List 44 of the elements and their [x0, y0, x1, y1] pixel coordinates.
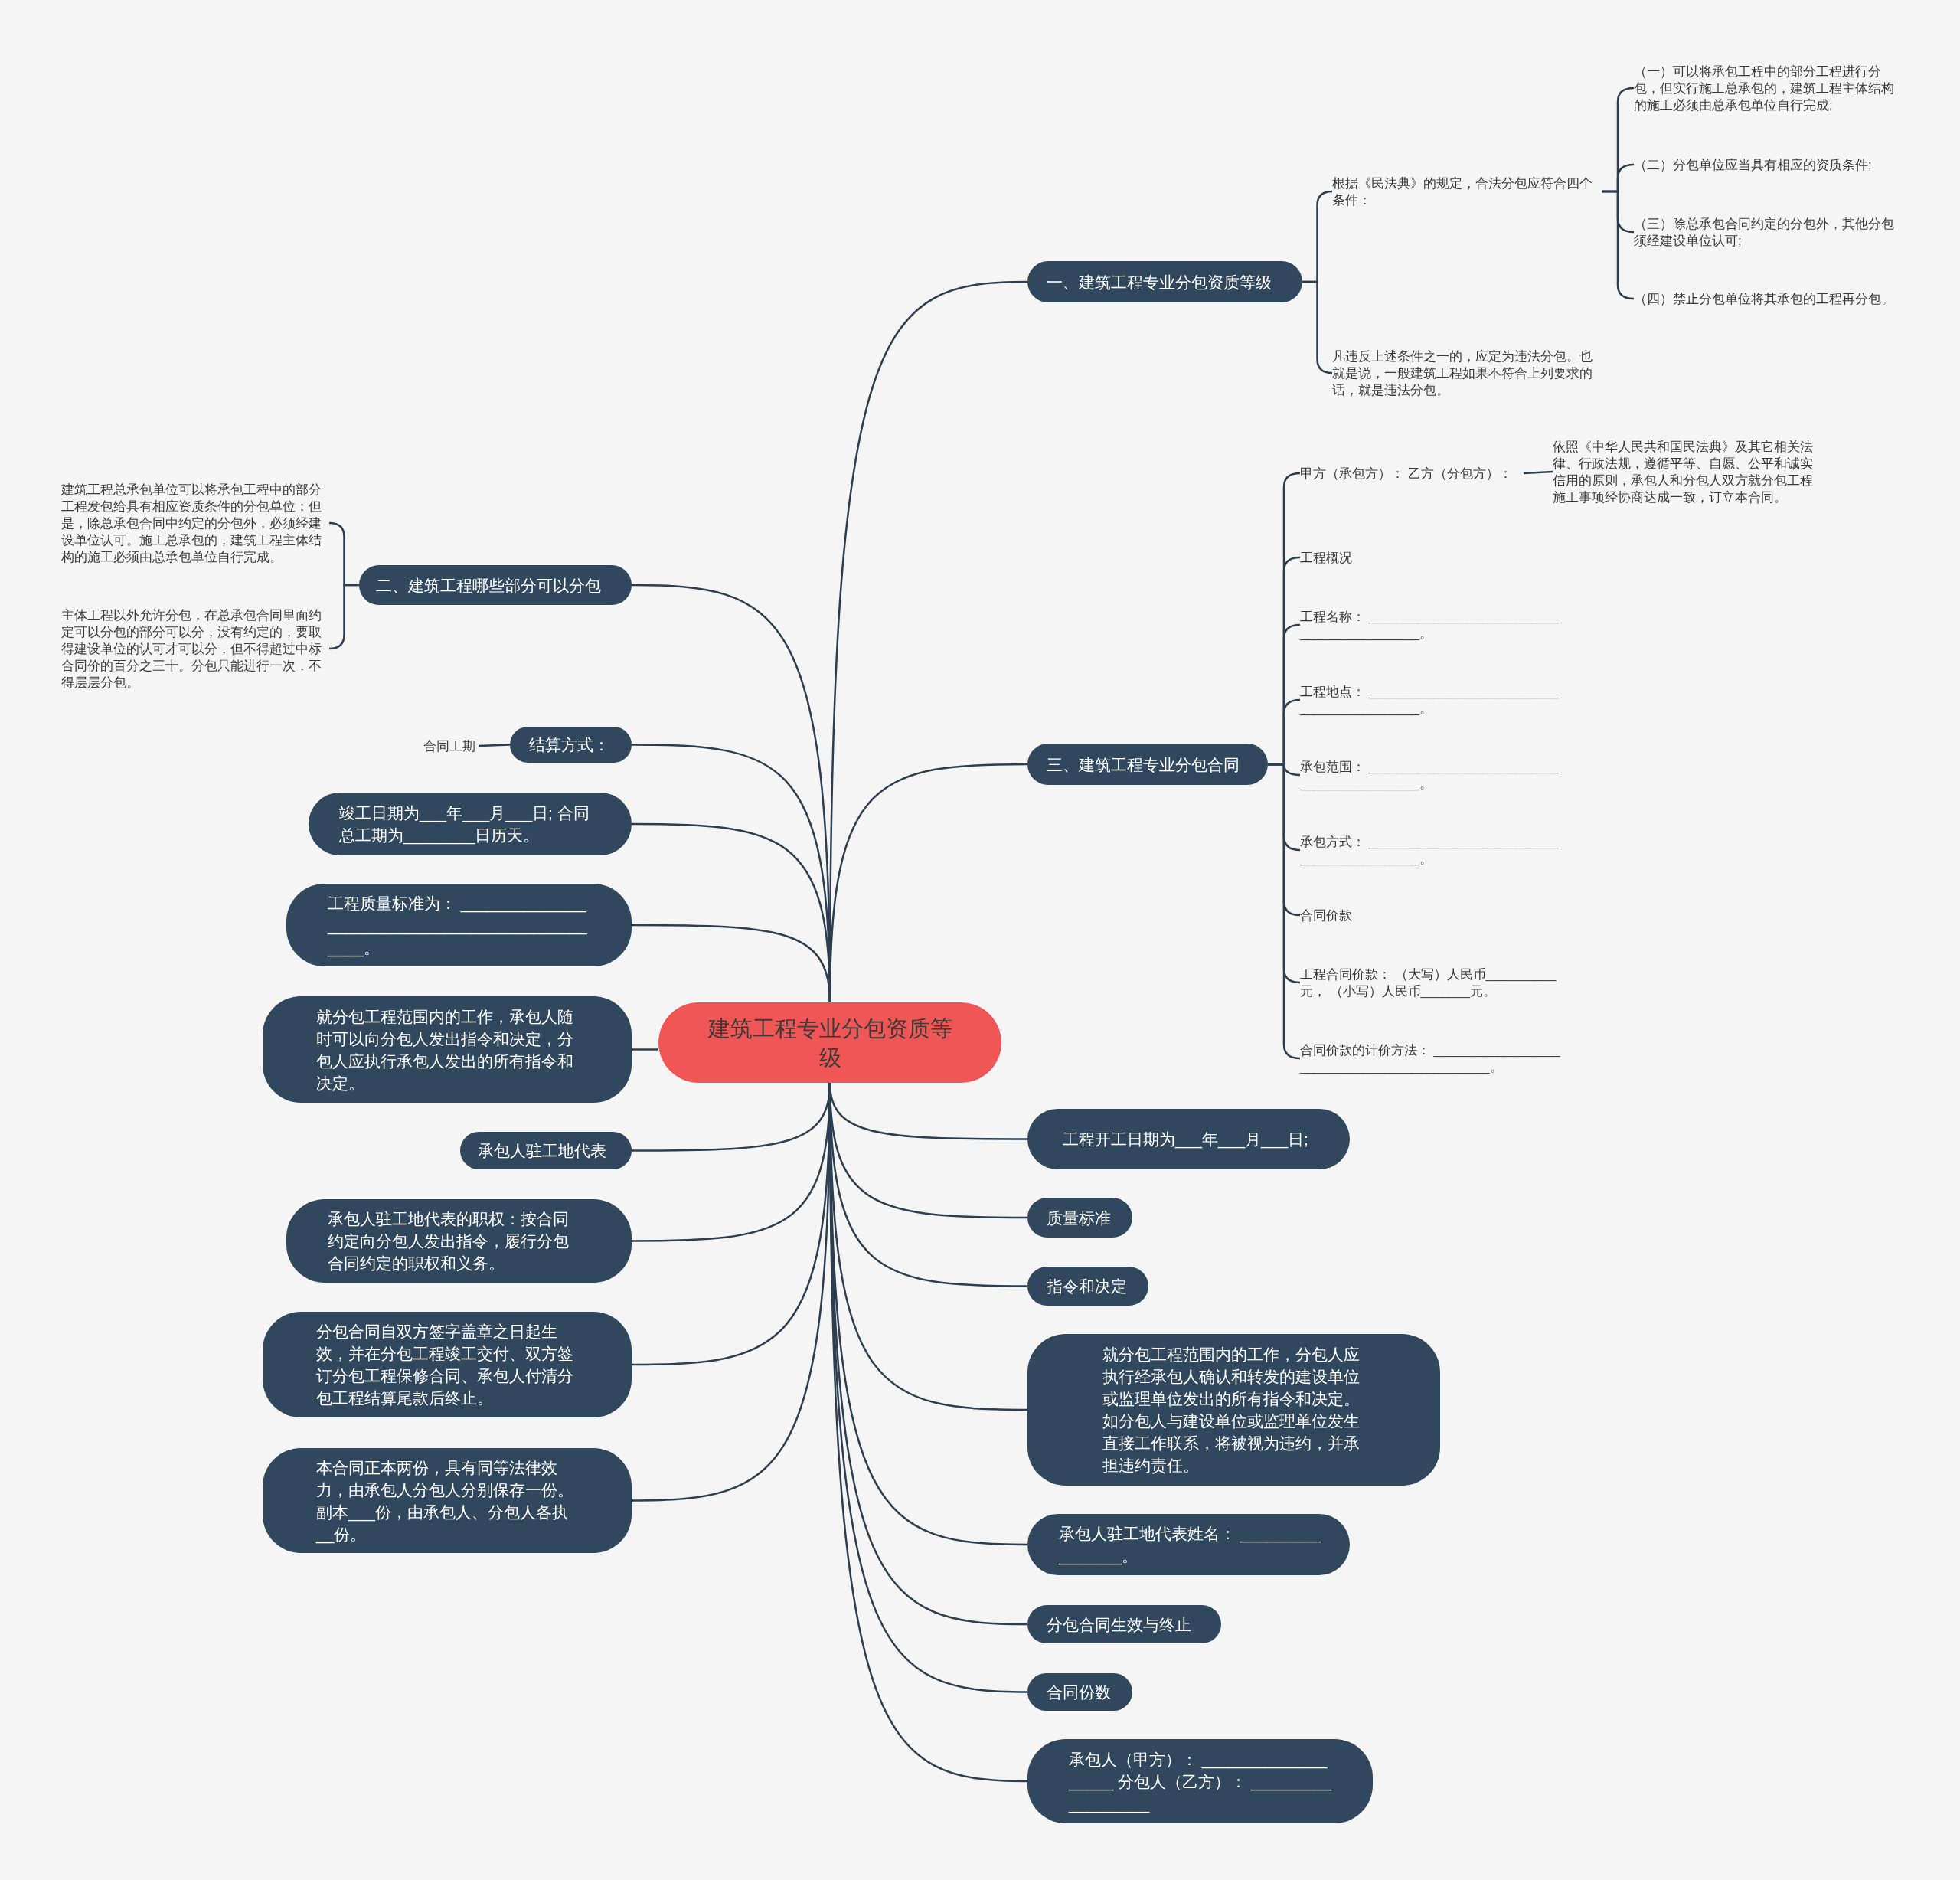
- central-topic: 建筑工程专业分包资质等级: [658, 1002, 1001, 1083]
- topic-pill: 承包人（甲方）： ___________________ 分包人（乙方）： __________________: [1027, 1739, 1373, 1823]
- connector-line: [1523, 470, 1553, 475]
- topic-pill: 竣工日期为___年___月___日; 合同总工期为________日历天。: [309, 793, 632, 855]
- topic-pill: 合同份数: [1027, 1673, 1132, 1711]
- note-text: 合同价款的计价方法： _____________________________________________。: [1300, 1040, 1562, 1077]
- connector-line: [1268, 763, 1301, 1060]
- topic-pill: 工程开工日期为___年___月___日;: [1027, 1109, 1350, 1169]
- topic-pill: 本合同正本两份，具有同等法律效力，由承包人分包人分别保存一份。副本___份，由承包人、分包人各执__份。: [263, 1448, 632, 1553]
- note-text: （一）可以将承包工程中的部分工程进行分包，但实行施工总承包的，建筑工程主体结构的施工必须由总承包单位自行完成;: [1634, 61, 1906, 115]
- note-text: （三）除总承包合同约定的分包外，其他分包须经建设单位认可;: [1634, 214, 1906, 250]
- note-text: 承包范围： ____________________________________________。: [1300, 757, 1562, 793]
- note-text: 承包方式： ____________________________________________。: [1300, 832, 1562, 868]
- connector-line: [478, 744, 511, 747]
- note-text: （二）分包单位应当具有相应的资质条件;: [1634, 155, 1906, 174]
- topic-pill: 质量标准: [1027, 1198, 1132, 1238]
- note-text: 甲方（承包方）： 乙方（分包方）：: [1300, 464, 1524, 482]
- note-text: （四）禁止分包单位将其承包的工程再分包。: [1634, 289, 1906, 308]
- note-text: 工程概况: [1300, 548, 1392, 567]
- topic-pill: 承包人驻工地代表姓名： ________________。: [1027, 1514, 1350, 1575]
- note-text: 合同工期: [423, 737, 479, 755]
- topic-pill: 二、建筑工程哪些部分可以分包: [359, 565, 632, 605]
- topic-pill: 一、建筑工程专业分包资质等级: [1027, 261, 1302, 302]
- topic-pill: 工程质量标准为： _______________________________________________。: [286, 884, 632, 966]
- topic-pill: 分包合同自双方签字盖章之日起生效，并在分包工程竣工交付、双方签订分包工程保修合同、承包人付清分包工程结算尾款后终止。: [263, 1312, 632, 1417]
- topic-pill: 分包合同生效与终止: [1027, 1605, 1221, 1643]
- note-text: 建筑工程总承包单位可以将承包工程中的部分工程发包给具有相应资质条件的分包单位；但是，除总承包合同中约定的分包外，必须经建设单位认可。施工总承包的，建筑工程主体结构的施工必须由总承包单位自行完成。: [61, 480, 329, 566]
- note-text: 依照《中华人民共和国民法典》及其它相关法律、行政法规，遵循平等、自愿、公平和诚实信用的原则，承包人和分包人双方就分包工程施工事项经协商达成一致，订立本合同。: [1553, 436, 1822, 507]
- topic-pill: 结算方式：: [510, 727, 632, 763]
- note-text: 凡违反上述条件之一的，应定为违法分包。也就是说，一般建筑工程如果不符合上列要求的话，就是违法分包。: [1332, 346, 1602, 400]
- topic-pill: 三、建筑工程专业分包合同: [1027, 744, 1268, 785]
- note-text: 合同价款: [1300, 906, 1392, 924]
- topic-pill: 就分包工程范围内的工作，分包人应执行经承包人确认和转发的建设单位或监理单位发出的所有指令和决定。如分包人与建设单位或监理单位发生直接工作联系，将被视为违约，并承担违约责任。: [1027, 1334, 1440, 1486]
- note-text: 工程名称： ____________________________________________。: [1300, 607, 1562, 643]
- note-text: 主体工程以外允许分包，在总承包合同里面约定可以分包的部分可以分，没有约定的，要取得建设单位的认可才可以分，但不得超过中标合同价的百分之三十。分包只能进行一次，不得层层分包。: [61, 606, 329, 692]
- connector-line: [632, 1048, 658, 1051]
- topic-pill: 指令和决定: [1027, 1267, 1148, 1306]
- connector-line: [632, 924, 831, 1003]
- note-text: 工程合同价款： （大写）人民币__________元， （小写）人民币_______元。: [1300, 964, 1562, 1001]
- note-text: 工程地点： ____________________________________________。: [1300, 682, 1562, 718]
- topic-pill: 就分包工程范围内的工作，承包人随时可以向分包人发出指令和决定，分包人应执行承包人发出的所有指令和决定。: [263, 996, 632, 1103]
- topic-pill: 承包人驻工地代表: [460, 1132, 632, 1169]
- note-text: 根据《民法典》的规定，合法分包应符合四个条件：: [1332, 173, 1602, 210]
- topic-pill: 承包人驻工地代表的职权：按合同约定向分包人发出指令，履行分包合同约定的职权和义务。: [286, 1199, 632, 1283]
